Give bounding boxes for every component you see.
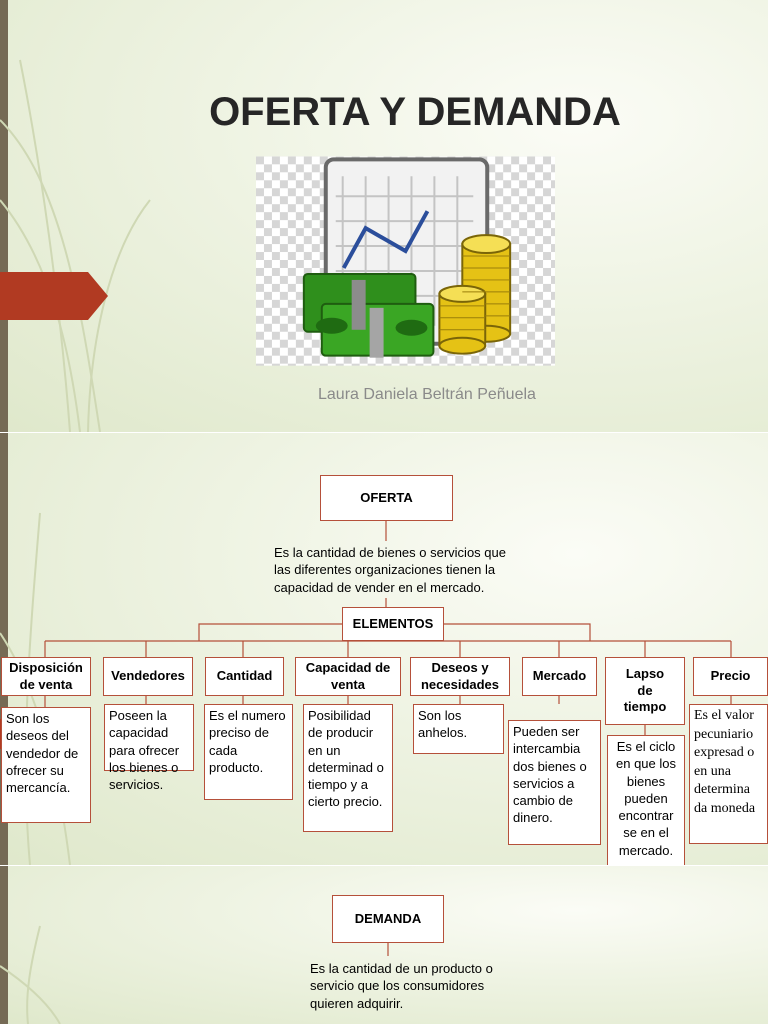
page-title: OFERTA Y DEMANDA xyxy=(209,90,621,134)
money-chart-icon xyxy=(256,156,555,366)
element-lapso-header: Lapso de tiempo xyxy=(605,657,685,725)
element-capacidad-description: Posibilidad de producir en un determinad… xyxy=(303,704,393,832)
element-precio-header: Precio xyxy=(693,657,768,696)
element-vendedores-description: Poseen la capacidad para ofrecer los bie… xyxy=(104,704,194,792)
element-mercado-description: Pueden ser intercambia dos bienes o serv… xyxy=(508,720,601,845)
element-vendedores-header: Vendedores xyxy=(103,657,193,696)
demanda-slide: DEMANDA Es la cantidad de un producto o … xyxy=(0,866,768,1024)
element-precio-description: Es el valor pecuniario expresad o en una… xyxy=(689,704,768,844)
title-slide: OFERTA Y DEMANDA xyxy=(0,0,768,432)
oferta-definition: Es la cantidad de bienes o servicios que… xyxy=(274,545,506,595)
element-lapso-description: Es el ciclo en que los bienes pueden enc… xyxy=(607,735,685,865)
element-capacidad-header: Capacidad de venta xyxy=(295,657,401,696)
element-mercado-header: Mercado xyxy=(522,657,597,696)
grass-decoration xyxy=(0,925,61,1024)
author-name: Laura Daniela Beltrán Peñuela xyxy=(318,386,536,403)
demanda-box: DEMANDA xyxy=(332,895,444,943)
element-disposicion-description: Son los deseos del vendedor de ofrecer s… xyxy=(1,707,91,823)
element-cantidad-header: Cantidad xyxy=(205,657,284,696)
oferta-box: OFERTA xyxy=(320,475,453,521)
slide-edge xyxy=(0,866,8,1024)
demanda-definition: Es la cantidad de un producto o servicio… xyxy=(310,961,493,1011)
slide-edge xyxy=(0,0,8,432)
oferta-slide: OFERTA Es la cantidad de bienes o servic… xyxy=(0,433,768,865)
element-disposicion-header: Disposición de venta xyxy=(1,657,91,696)
slide-edge xyxy=(0,433,8,865)
element-cantidad-description: Es el numero preciso de cada producto. xyxy=(204,704,293,800)
grass-decoration xyxy=(0,59,151,432)
element-deseos-description: Son los anhelos. xyxy=(413,704,504,754)
elementos-box: ELEMENTOS xyxy=(342,607,444,641)
arrow-tab xyxy=(0,272,108,320)
element-deseos-header: Deseos y necesidades xyxy=(410,657,510,696)
